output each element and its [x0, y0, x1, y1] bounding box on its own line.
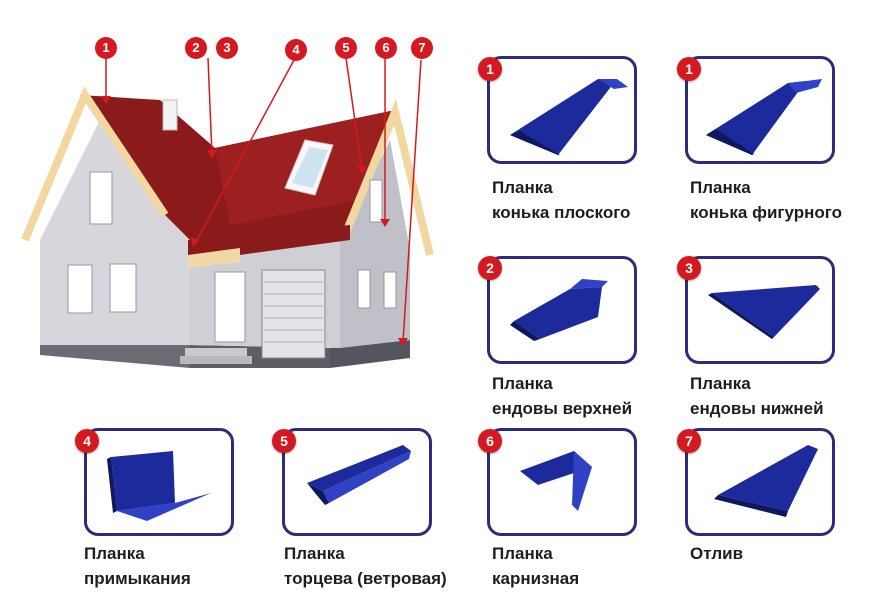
house-illustration — [21, 57, 434, 368]
product-badge-7: 7 — [677, 429, 701, 453]
product-card-gable-wind — [282, 428, 432, 536]
house-marker-5: 5 — [335, 37, 357, 59]
product-badge-5: 5 — [272, 429, 296, 453]
product-card-abutment — [84, 428, 234, 536]
house-marker-2: 2 — [185, 37, 207, 59]
product-badge-6: 6 — [478, 429, 502, 453]
drip-flashing-icon — [714, 445, 818, 517]
abutment-strip-icon — [107, 451, 211, 521]
house-marker-6: 6 — [375, 37, 397, 59]
product-card-shaped-ridge — [685, 56, 835, 164]
shaped-ridge-strip-icon — [706, 79, 822, 155]
product-card-upper-valley — [487, 256, 637, 364]
product-card-flat-ridge — [487, 56, 637, 164]
upper-valley-strip-icon — [510, 279, 608, 341]
product-badge-4: 4 — [75, 429, 99, 453]
product-card-lower-valley — [685, 256, 835, 364]
product-label-drip-flashing: Отлив — [690, 544, 744, 563]
gable-wind-strip-icon — [307, 445, 411, 505]
house-marker-7: 7 — [411, 37, 433, 59]
product-badge-1b: 1 — [677, 57, 701, 81]
product-badge-3: 3 — [677, 256, 701, 280]
house-marker-3: 3 — [216, 37, 238, 59]
eaves-strip-icon — [520, 451, 592, 511]
house-marker-1: 1 — [95, 37, 117, 59]
house-marker-4: 4 — [285, 39, 307, 61]
product-card-drip-flashing — [685, 428, 835, 536]
flat-ridge-strip-icon — [510, 79, 628, 155]
product-card-eaves — [487, 428, 637, 536]
product-badge-1: 1 — [478, 57, 502, 81]
product-badge-2: 2 — [478, 256, 502, 280]
lower-valley-strip-icon — [708, 285, 820, 339]
